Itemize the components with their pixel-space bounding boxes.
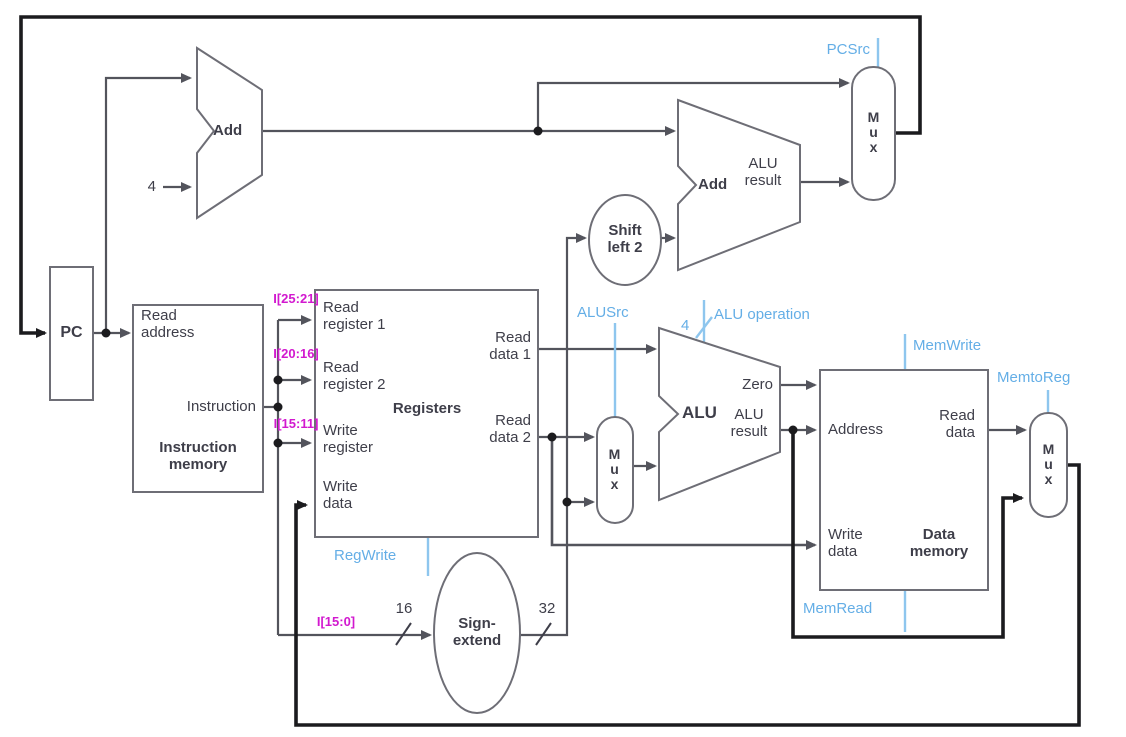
instruction-memory-box — [132, 304, 264, 493]
pc-label: PC — [60, 324, 83, 341]
pcsrc-control-label: PCSrc — [826, 41, 870, 58]
mux-alusrc-label: Mux — [608, 446, 621, 492]
regs-read-data-2-port: Read data 2 — [489, 412, 531, 446]
branch-add-label: Add — [698, 176, 728, 193]
shift-left-2-shape — [588, 194, 662, 286]
junction-dot — [533, 126, 543, 136]
imem-instruction-port: Instruction — [186, 398, 256, 415]
branch-add-shape — [677, 98, 801, 272]
thick-wires — [19, 15, 1081, 727]
regs-read-data-1-port: Read data 1 — [489, 329, 531, 363]
wire-readdata2-to-writedata — [550, 437, 817, 550]
wire-aluresult-to-memtoreg-mux — [791, 430, 1024, 639]
branch-add-result-label: ALU result — [744, 155, 782, 189]
wires — [93, 73, 1027, 640]
memread-control-label: MemRead — [803, 600, 873, 617]
imem-title: Instruction memory — [159, 439, 237, 473]
junction-dot — [273, 402, 283, 412]
alu-label: ALU — [682, 403, 717, 422]
junction-dot — [101, 328, 111, 338]
shift-left-2-label: Shift left 2 — [607, 222, 643, 256]
junction-dot — [273, 438, 283, 448]
alu-operation-width-label: 4 — [681, 317, 690, 334]
dmem-write-data-port: Write data — [828, 526, 863, 560]
regs-write-register-port: Write register — [323, 422, 374, 456]
slash-32-bit — [535, 622, 552, 646]
regs-title: Registers — [392, 400, 462, 417]
mux-memtoreg-shape — [1029, 412, 1068, 518]
junction-dot — [788, 425, 798, 435]
pc-increment-constant: 4 — [147, 178, 156, 195]
imem-read-address-port: Read address — [141, 307, 195, 341]
bus-width-slashes — [395, 622, 552, 646]
wire-writeback-to-registers — [294, 463, 1081, 727]
regs-read-register-2-port: Read register 2 — [323, 359, 386, 393]
data-memory-box — [819, 369, 989, 591]
mux-pcsrc-shape — [851, 66, 896, 201]
alu-operation-control-label: ALU operation — [714, 306, 810, 323]
sign-extend-label: Sign-extend — [452, 615, 502, 649]
dmem-address-port: Address — [828, 421, 884, 438]
junction-dots — [101, 126, 798, 507]
mux-memtoreg-label: Mux — [1042, 441, 1055, 487]
alu-result-label: ALU result — [730, 406, 768, 440]
pc-box — [49, 266, 94, 401]
instruction-field-15-11-label: I[15:11] — [273, 416, 319, 431]
instruction-field-20-16-label: I[20:16] — [273, 346, 319, 361]
wire-pcsrc-mux-to-pc — [19, 15, 922, 338]
alu-shape — [658, 326, 781, 502]
control-lines — [426, 38, 1050, 632]
memtoreg-control-label: MemtoReg — [997, 369, 1071, 386]
pc-add-label: Add — [213, 122, 243, 139]
mux-pcsrc-label: Mux — [867, 109, 880, 155]
control-line-alu-operation-slash — [695, 316, 713, 339]
instruction-field-25-21-label: I[25:21] — [273, 291, 319, 306]
sign-extend-shape — [433, 552, 521, 714]
junction-dot — [547, 432, 557, 442]
dmem-read-data-port: Read data — [939, 407, 975, 441]
dmem-title: Data memory — [909, 526, 969, 560]
sign-extend-out-width: 32 — [538, 600, 556, 617]
junction-dot — [273, 375, 283, 385]
regs-write-data-port: Write data — [323, 478, 358, 512]
alu-zero-label: Zero — [742, 376, 773, 393]
pc-add-shape — [196, 46, 263, 220]
alusrc-control-label: ALUSrc — [577, 304, 629, 321]
slash-16-bit — [395, 622, 412, 646]
mux-alusrc-shape — [596, 416, 634, 524]
regs-read-register-1-port: Read register 1 — [323, 299, 386, 333]
registers-box — [314, 289, 539, 538]
regwrite-control-label: RegWrite — [334, 547, 397, 564]
wire-pc-to-add — [104, 73, 192, 333]
junction-dot — [562, 497, 572, 507]
wire-pcadd-to-pcsrc-mux — [536, 78, 850, 131]
sign-extend-in-width: 16 — [395, 600, 413, 617]
instruction-field-15-0-label: I[15:0] — [316, 614, 356, 629]
memwrite-control-label: MemWrite — [913, 337, 982, 354]
blocks — [49, 46, 1068, 714]
